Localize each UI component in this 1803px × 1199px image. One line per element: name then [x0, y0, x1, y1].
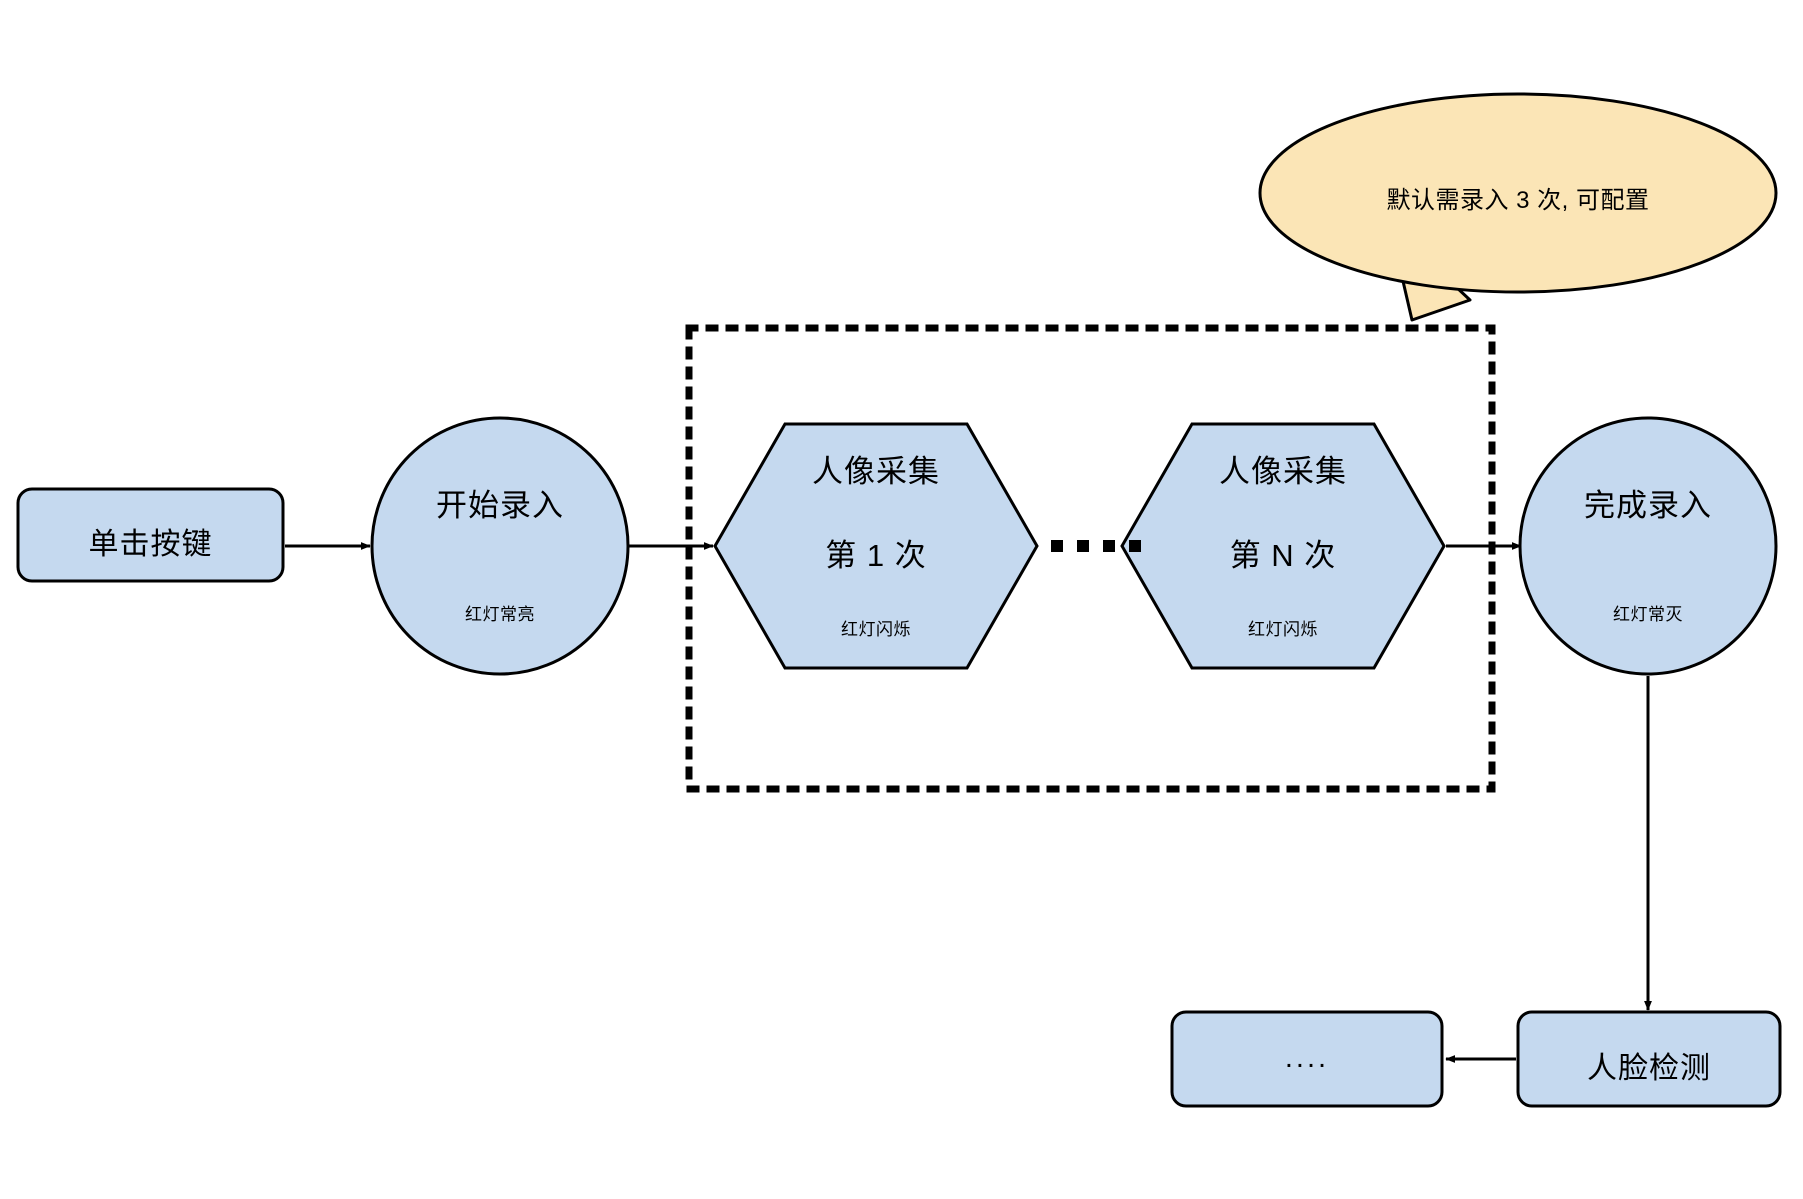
node-start-enroll-shape[interactable]: [370, 416, 630, 676]
capture-ellipsis-dots: [1051, 540, 1141, 552]
capture-group-box: [685, 324, 1496, 793]
node-face-detect-shape[interactable]: [1516, 1010, 1782, 1108]
node-more-steps-shape[interactable]: [1170, 1010, 1444, 1108]
node-finish-enroll-shape[interactable]: [1518, 416, 1778, 676]
node-capture-nth-shape[interactable]: [1120, 422, 1446, 670]
callout-bubble: [1258, 92, 1778, 294]
node-capture-first-shape[interactable]: [713, 422, 1039, 670]
node-click-key-shape[interactable]: [16, 487, 285, 583]
